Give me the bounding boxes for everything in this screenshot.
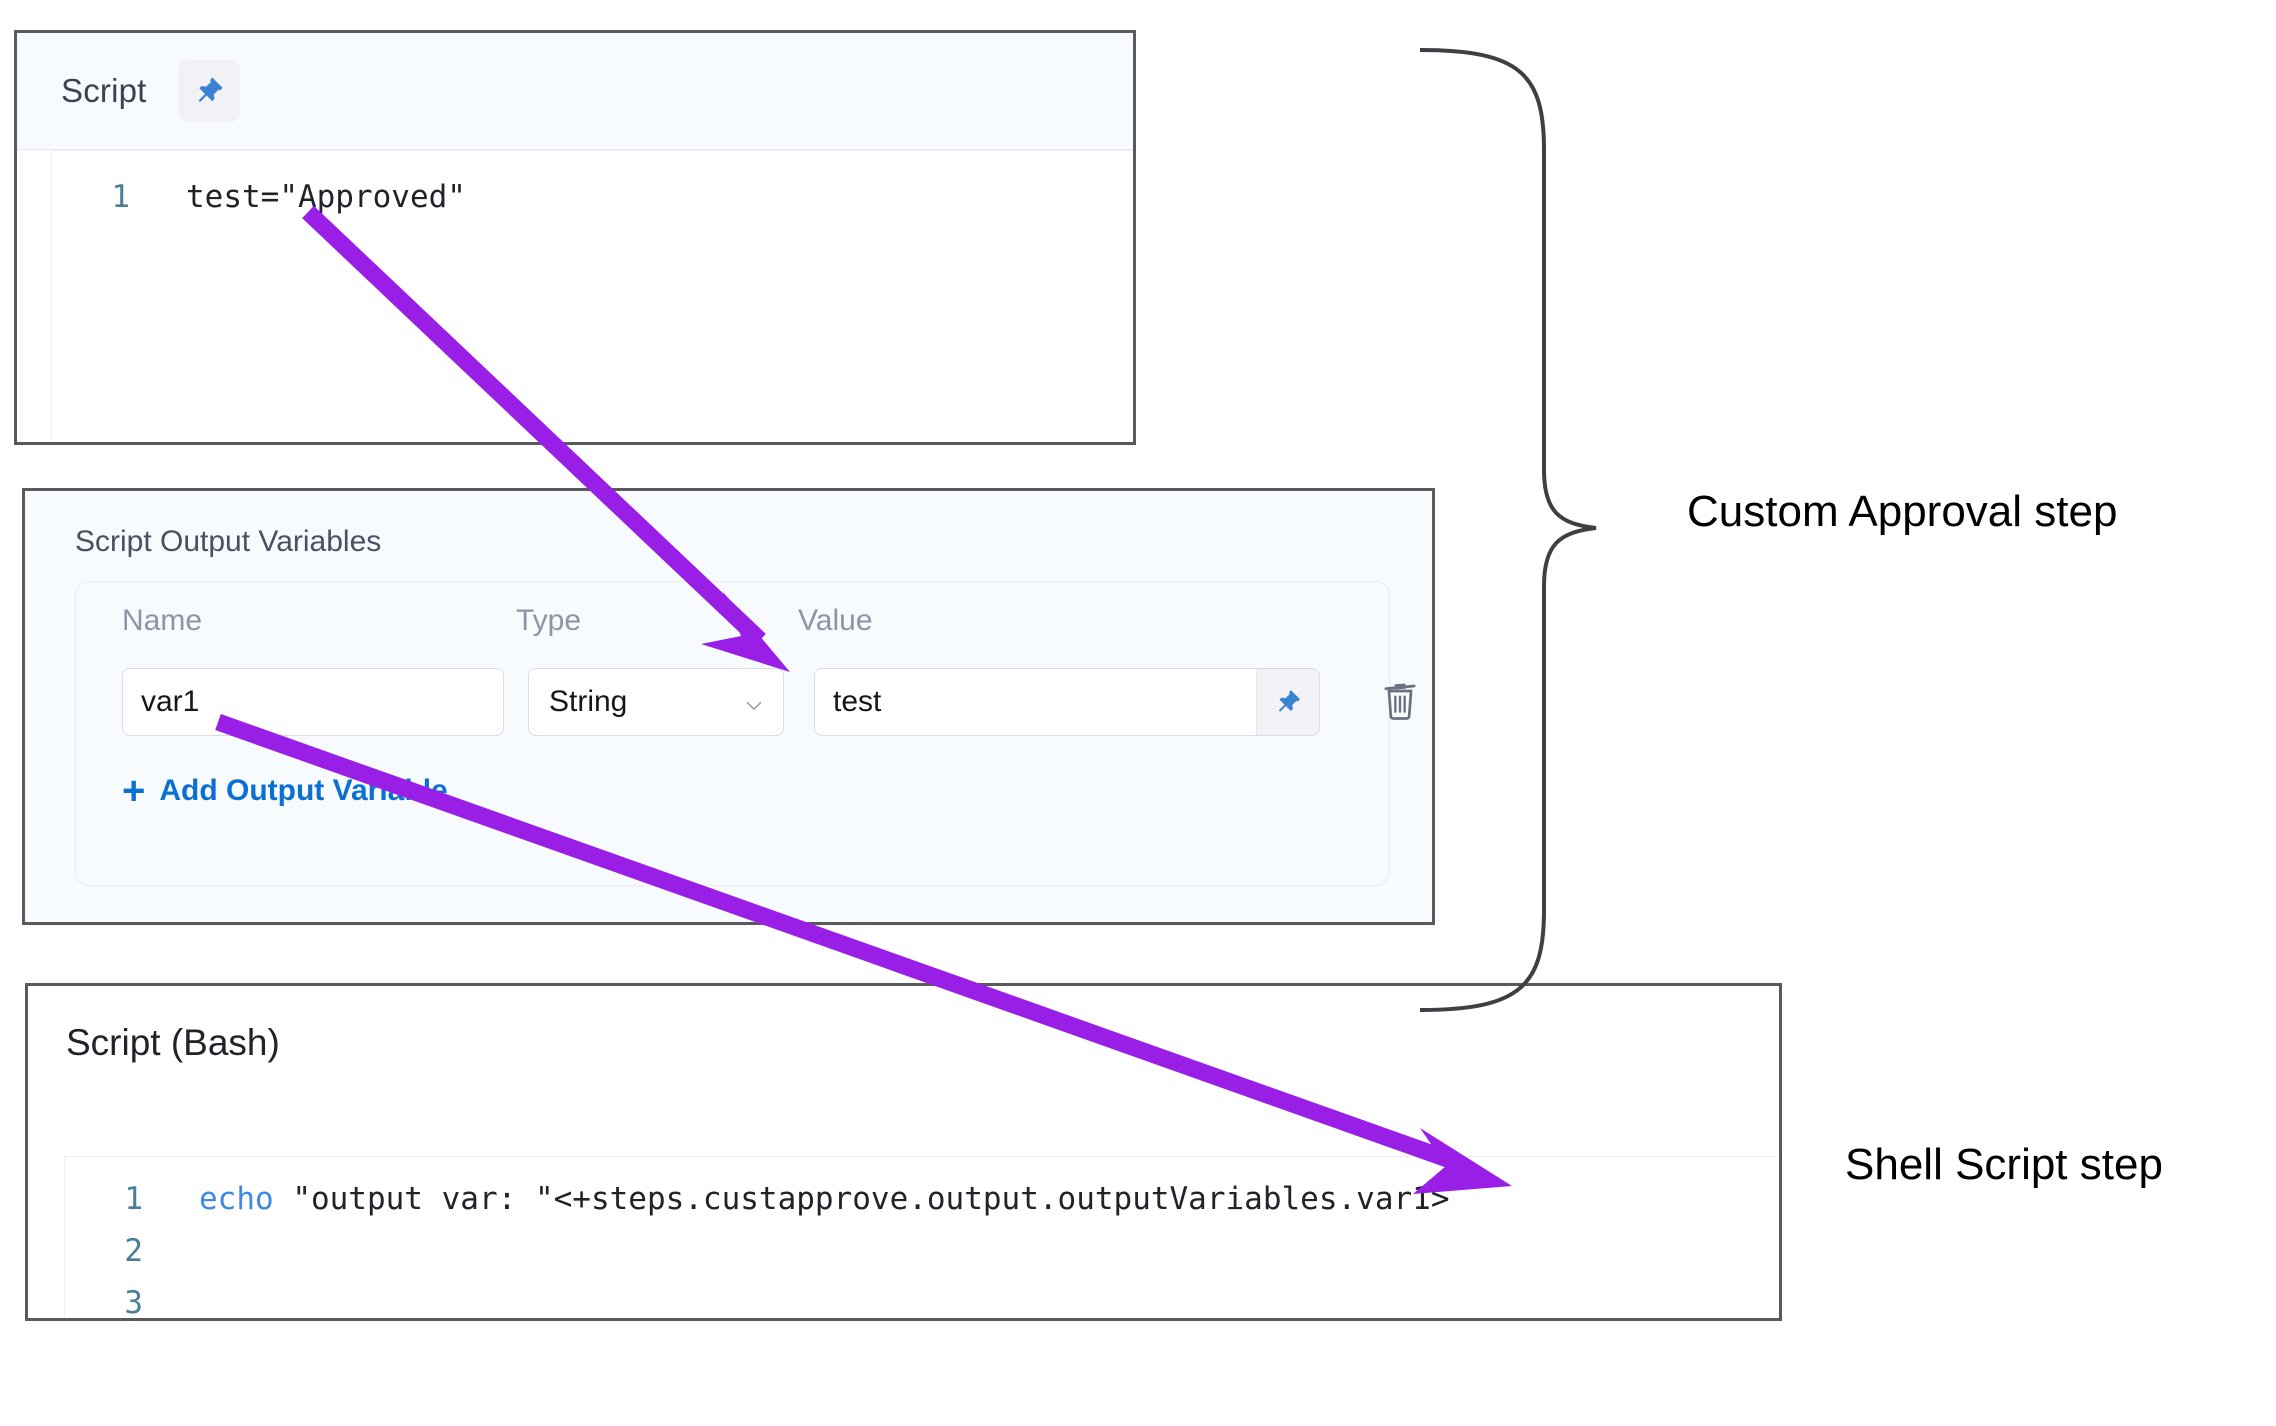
pushpin-icon[interactable] <box>1256 669 1319 735</box>
script-panel: Script 1 test="Approved" <box>14 30 1136 445</box>
code-line: 3 <box>65 1277 1779 1329</box>
script-panel-header: Script <box>17 33 1133 150</box>
table-row: var1 String test <box>76 668 1416 738</box>
code-keyword: echo <box>199 1181 274 1217</box>
annotation-shell-script-step: Shell Script step <box>1845 1140 2163 1189</box>
plus-icon: + <box>122 769 146 813</box>
trash-icon[interactable] <box>1376 672 1424 728</box>
line-number: 2 <box>124 1233 143 1269</box>
section-title: Script Output Variables <box>75 525 382 558</box>
column-header-type: Type <box>516 604 582 637</box>
pushpin-icon[interactable] <box>177 60 240 122</box>
code-line: 1 test="Approved" <box>52 151 1133 223</box>
variable-type-select[interactable]: String <box>528 668 784 736</box>
output-variables-card: Name Type Value var1 String test <box>75 581 1416 886</box>
line-number: 1 <box>111 179 130 215</box>
column-header-name: Name <box>122 604 203 637</box>
code-text: echo "output var: "<+steps.custapprove.o… <box>199 1173 1449 1225</box>
variable-value-input[interactable]: test <box>833 685 882 718</box>
add-output-variable-button[interactable]: + Add Output Variable <box>122 769 448 813</box>
bash-panel-title: Script (Bash) <box>66 1022 280 1063</box>
script-code-editor[interactable]: 1 test="Approved" <box>51 150 1133 442</box>
add-output-variable-label: Add Output Variable <box>159 774 448 807</box>
variable-type-value: String <box>549 685 628 718</box>
bash-code-editor[interactable]: 1 echo "output var: "<+steps.custapprove… <box>64 1156 1779 1321</box>
chevron-down-icon <box>743 691 765 713</box>
bash-script-panel: Script (Bash) 1 echo "output var: "<+ste… <box>25 983 1782 1321</box>
line-number: 1 <box>124 1181 143 1217</box>
code-line: 1 echo "output var: "<+steps.custapprove… <box>65 1157 1779 1225</box>
code-string: "output var: " <box>273 1181 554 1217</box>
variable-name-input[interactable]: var1 <box>122 668 504 736</box>
variable-value-field[interactable]: test <box>814 668 1320 736</box>
page-title: Script <box>61 72 147 109</box>
column-headers: Name Type Value <box>76 604 1389 648</box>
code-line: 2 <box>65 1225 1779 1277</box>
script-output-variables-panel: Script Output Variables Name Type Value … <box>22 488 1435 925</box>
annotation-custom-approval-step: Custom Approval step <box>1687 487 2118 536</box>
code-expression: <+steps.custapprove.output.outputVariabl… <box>553 1181 1450 1217</box>
column-header-value: Value <box>798 604 873 637</box>
code-text: test="Approved" <box>186 179 466 215</box>
line-number: 3 <box>124 1285 143 1321</box>
curly-brace <box>1419 48 1597 1012</box>
